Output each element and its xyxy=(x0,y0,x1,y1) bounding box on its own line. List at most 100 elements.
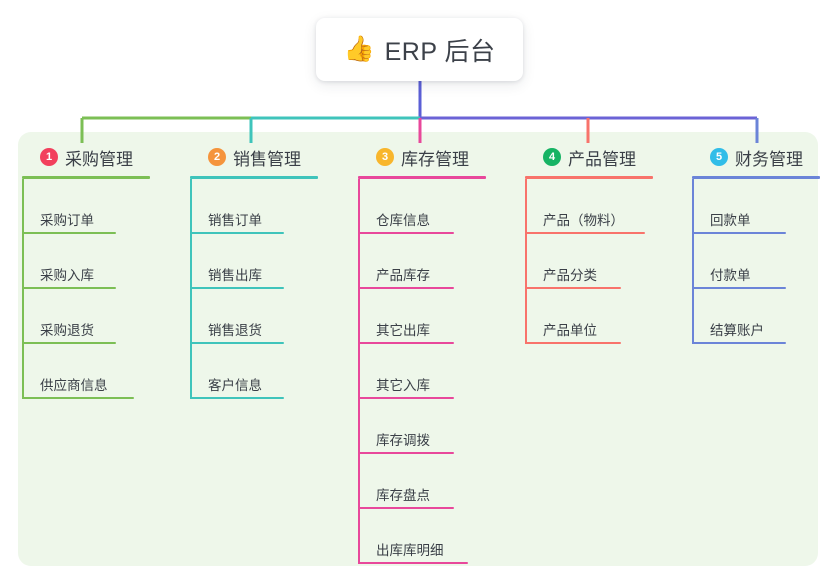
branch-header-3[interactable]: 3 库存管理 xyxy=(358,145,486,169)
leaf-node-label: 销售出库 xyxy=(208,268,262,283)
leaf-node[interactable]: 产品库存 xyxy=(358,234,486,289)
branch-header-2[interactable]: 2 销售管理 xyxy=(190,145,318,169)
leaf-node-label: 客户信息 xyxy=(208,378,262,393)
diagram-background-panel xyxy=(18,132,818,566)
leaf-underline xyxy=(358,562,468,564)
branch-underline xyxy=(692,176,820,179)
branch-leaf-list: 产品（物料） 产品分类产品单位 xyxy=(525,179,653,344)
branch-title: 采购管理 xyxy=(65,149,133,169)
branch-column-5: 5 财务管理回款单付款单结算账户 xyxy=(692,145,820,344)
leaf-node[interactable]: 仓库信息 xyxy=(358,179,486,234)
leaf-node-label: 产品（物料） xyxy=(543,213,624,228)
leaf-node-label: 销售订单 xyxy=(208,213,262,228)
leaf-node[interactable]: 库存调拨 xyxy=(358,399,486,454)
leaf-underline xyxy=(190,232,284,234)
branch-spine-line xyxy=(358,179,360,564)
leaf-node[interactable]: 产品分类 xyxy=(525,234,653,289)
branch-column-4: 4 产品管理产品（物料） 产品分类产品单位 xyxy=(525,145,653,344)
branch-spine-line xyxy=(525,179,527,344)
leaf-node[interactable]: 采购入库 xyxy=(22,234,150,289)
branch-leaf-list: 采购订单采购入库采购退货供应商信息 xyxy=(22,179,150,399)
leaf-node-label: 出库库明细 xyxy=(376,543,444,558)
leaf-underline xyxy=(358,507,454,509)
leaf-node[interactable]: 产品单位 xyxy=(525,289,653,344)
branch-spine-line xyxy=(22,179,24,399)
leaf-node-label: 仓库信息 xyxy=(376,213,430,228)
leaf-underline xyxy=(190,397,284,399)
leaf-underline xyxy=(525,287,621,289)
leaf-node[interactable]: 销售退货 xyxy=(190,289,318,344)
branch-title: 产品管理 xyxy=(568,149,636,169)
leaf-node-label: 产品分类 xyxy=(543,268,597,283)
leaf-node[interactable]: 供应商信息 xyxy=(22,344,150,399)
leaf-underline xyxy=(22,342,116,344)
leaf-node[interactable]: 销售出库 xyxy=(190,234,318,289)
leaf-underline xyxy=(692,342,786,344)
leaf-node[interactable]: 结算账户 xyxy=(692,289,820,344)
leaf-underline xyxy=(22,287,116,289)
leaf-node[interactable]: 客户信息 xyxy=(190,344,318,399)
leaf-node-label: 库存盘点 xyxy=(376,488,430,503)
leaf-node-label: 产品库存 xyxy=(376,268,430,283)
branch-spine-line xyxy=(190,179,192,399)
leaf-node-label: 库存调拨 xyxy=(376,433,430,448)
leaf-underline xyxy=(692,287,786,289)
leaf-node-label: 供应商信息 xyxy=(40,378,108,393)
leaf-node[interactable]: 产品（物料） xyxy=(525,179,653,234)
leaf-underline xyxy=(692,232,786,234)
branch-column-2: 2 销售管理销售订单销售出库销售退货客户信息 xyxy=(190,145,318,399)
branch-title: 库存管理 xyxy=(401,149,469,169)
branch-number-badge: 2 xyxy=(208,148,226,166)
leaf-underline xyxy=(358,342,454,344)
leaf-node-label: 销售退货 xyxy=(208,323,262,338)
leaf-node[interactable]: 采购退货 xyxy=(22,289,150,344)
branch-underline xyxy=(22,176,150,179)
branch-number-badge: 5 xyxy=(710,148,728,166)
branch-column-3: 3 库存管理仓库信息产品库存其它出库其它入库库存调拨库存盘点出库库明细 xyxy=(358,145,486,564)
leaf-node-label: 产品单位 xyxy=(543,323,597,338)
branch-underline xyxy=(358,176,486,179)
leaf-underline xyxy=(190,287,284,289)
leaf-node-label: 其它入库 xyxy=(376,378,430,393)
branch-underline xyxy=(190,176,318,179)
branch-underline xyxy=(525,176,653,179)
leaf-node[interactable]: 其它入库 xyxy=(358,344,486,399)
branch-column-1: 1 采购管理采购订单采购入库采购退货供应商信息 xyxy=(22,145,150,399)
leaf-underline xyxy=(358,397,454,399)
leaf-node[interactable]: 回款单 xyxy=(692,179,820,234)
branch-header-5[interactable]: 5 财务管理 xyxy=(692,145,820,169)
branch-header-1[interactable]: 1 采购管理 xyxy=(22,145,150,169)
leaf-node-label: 付款单 xyxy=(710,268,751,283)
leaf-node[interactable]: 付款单 xyxy=(692,234,820,289)
leaf-node-label: 采购订单 xyxy=(40,213,94,228)
branch-leaf-list: 销售订单销售出库销售退货客户信息 xyxy=(190,179,318,399)
leaf-underline xyxy=(22,232,116,234)
branch-title: 财务管理 xyxy=(735,149,803,169)
leaf-underline xyxy=(190,342,284,344)
leaf-underline xyxy=(525,342,621,344)
leaf-node[interactable]: 出库库明细 xyxy=(358,509,486,564)
root-node-card[interactable]: 👍 ERP 后台 xyxy=(316,18,523,81)
branch-leaf-list: 仓库信息产品库存其它出库其它入库库存调拨库存盘点出库库明细 xyxy=(358,179,486,564)
leaf-underline xyxy=(358,232,454,234)
branch-spine-line xyxy=(692,179,694,344)
leaf-node[interactable]: 采购订单 xyxy=(22,179,150,234)
branch-number-badge: 3 xyxy=(376,148,394,166)
leaf-node[interactable]: 其它出库 xyxy=(358,289,486,344)
leaf-underline xyxy=(22,397,134,399)
leaf-underline xyxy=(525,232,645,234)
leaf-node-label: 结算账户 xyxy=(710,323,764,338)
leaf-underline xyxy=(358,452,454,454)
leaf-node-label: 采购入库 xyxy=(40,268,94,283)
leaf-node-label: 回款单 xyxy=(710,213,751,228)
branch-leaf-list: 回款单付款单结算账户 xyxy=(692,179,820,344)
leaf-node-label: 采购退货 xyxy=(40,323,94,338)
leaf-node-label: 其它出库 xyxy=(376,323,430,338)
leaf-node[interactable]: 销售订单 xyxy=(190,179,318,234)
leaf-underline xyxy=(358,287,454,289)
leaf-node[interactable]: 库存盘点 xyxy=(358,454,486,509)
branch-number-badge: 4 xyxy=(543,148,561,166)
branch-header-4[interactable]: 4 产品管理 xyxy=(525,145,653,169)
branch-title: 销售管理 xyxy=(233,149,301,169)
branch-number-badge: 1 xyxy=(40,148,58,166)
